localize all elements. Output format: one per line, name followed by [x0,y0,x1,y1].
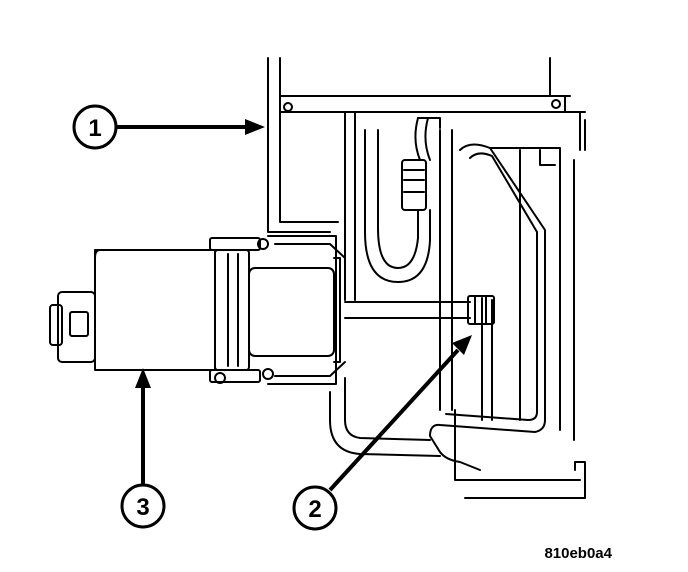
wiring-harness [364,117,441,283]
callout-3-circle [120,483,166,529]
linkage-rods [429,143,546,471]
callout-2-circle [292,485,338,531]
callout-3-arrowhead [135,368,151,388]
callout-3-label: 3 [136,494,149,521]
solenoid-body [49,237,346,384]
callout-1-arrowhead [245,119,265,135]
callout-2-arrowhead [452,335,472,355]
callout-2-label: 2 [308,496,321,523]
callout-2-leader [328,348,460,492]
casting-walls [329,111,586,499]
plunger-pin [344,295,495,325]
callout-1-label: 1 [88,115,101,142]
mounting-seal [267,235,341,385]
callout-1-circle [72,104,118,150]
housing-cover [267,57,586,233]
figure-reference-code: 810eb0a4 [544,545,612,562]
